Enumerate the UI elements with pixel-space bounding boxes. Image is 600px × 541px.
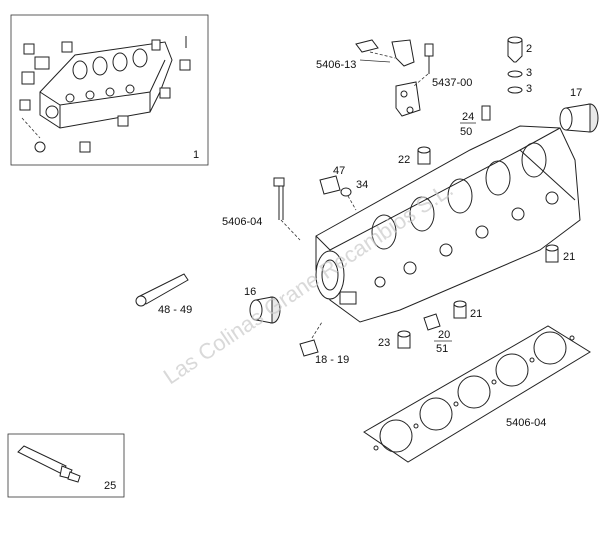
- plug-23-part: [397, 330, 411, 349]
- inset-box-sealant-tube: 25: [7, 433, 125, 498]
- label-21a: 21: [563, 251, 575, 263]
- bolt-part: [273, 177, 301, 241]
- plug-18-19-part: [299, 321, 323, 357]
- injector-bracket-part: [395, 73, 429, 117]
- sleeve-and-orings: [507, 36, 523, 94]
- label-5406-04-top: 5406-04: [222, 216, 262, 228]
- label-24: 24: [462, 111, 474, 123]
- label-51: 51: [436, 343, 448, 355]
- label-16: 16: [244, 286, 256, 298]
- label-3a: 3: [526, 67, 532, 79]
- label-17: 17: [570, 87, 582, 99]
- plug-21a-part: [545, 244, 559, 263]
- label-23: 23: [378, 337, 390, 349]
- mini-cylinder-head: [39, 41, 173, 129]
- seal-17-part: [559, 103, 599, 133]
- label-5406-04-gasket: 5406-04: [506, 417, 546, 429]
- bushing-24-part: [481, 105, 491, 121]
- label-2: 2: [526, 43, 532, 55]
- label-25: 25: [104, 480, 116, 492]
- clamp-bracket-part: [355, 39, 434, 74]
- label-22: 22: [398, 154, 410, 166]
- label-20: 20: [438, 329, 450, 341]
- label-3b: 3: [526, 83, 532, 95]
- label-1: 1: [193, 149, 199, 161]
- label-50: 50: [460, 126, 472, 138]
- tube-48-49-part: [135, 273, 189, 307]
- label-34: 34: [356, 179, 368, 191]
- label-5406-13: 5406-13: [316, 59, 356, 71]
- cylinder-head-body: [315, 125, 581, 323]
- plug-22-part: [417, 146, 431, 165]
- label-5437-00: 5437-00: [432, 77, 472, 89]
- label-21b: 21: [470, 308, 482, 320]
- plug-21b-part: [453, 300, 467, 319]
- label-47: 47: [333, 165, 345, 177]
- head-gasket-part: [363, 325, 591, 463]
- label-18-19: 18 - 19: [315, 354, 349, 366]
- mini-small-parts: [19, 36, 191, 153]
- plug-20-51-part: [423, 313, 441, 331]
- inset-box-head-assembly: 1: [10, 14, 209, 166]
- seal-16-part: [249, 296, 281, 324]
- label-48-49: 48 - 49: [158, 304, 192, 316]
- plug-47-34-parts: [319, 175, 357, 211]
